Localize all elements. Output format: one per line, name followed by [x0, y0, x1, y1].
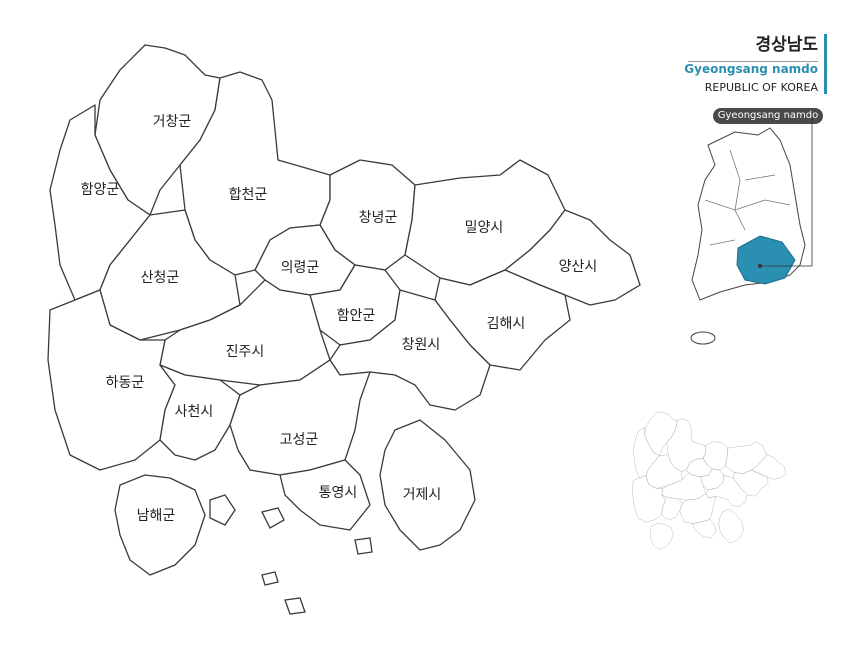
country-subtitle: REPUBLIC OF KOREA	[704, 81, 818, 94]
region-labels: 거창군 함양군 합천군 창녕군 밀양시 양산시 의령군 산청군 함안군 김해시 …	[81, 114, 598, 524]
region-namhae[interactable]	[114, 474, 206, 576]
map-title-korean: 경상남도	[755, 35, 818, 55]
region-label-tongyeong: 통영시	[319, 485, 358, 501]
gyeongnam-highlight	[736, 235, 796, 285]
locator-tag: Gyeongsang namdo	[713, 108, 823, 124]
region-label-hamyang: 함양군	[81, 182, 120, 198]
region-polygons	[47, 44, 641, 576]
region-label-goseong: 고성군	[280, 432, 319, 448]
region-label-miryang: 밀양시	[465, 220, 504, 236]
islands	[209, 494, 373, 615]
region-label-hapcheon: 합천군	[229, 187, 268, 203]
title-accent-bar	[824, 34, 827, 94]
region-label-gimhae: 김해시	[487, 316, 526, 332]
region-tongyeong[interactable]	[279, 459, 371, 531]
region-label-sacheon: 사천시	[175, 404, 214, 420]
title-divider	[688, 61, 818, 62]
region-label-uiryeong: 의령군	[281, 260, 320, 276]
region-geoje[interactable]	[379, 419, 476, 551]
region-goseong[interactable]	[229, 359, 371, 476]
region-label-changwon: 창원시	[402, 337, 441, 353]
region-label-changnyeong: 창녕군	[359, 210, 398, 226]
region-label-yangsan: 양산시	[559, 259, 598, 275]
region-yangsan[interactable]	[504, 209, 641, 306]
region-sacheon[interactable]	[159, 364, 241, 461]
region-label-geoje: 거제시	[403, 487, 442, 503]
region-changnyeong[interactable]	[319, 159, 416, 271]
south-korea-locator-map	[690, 116, 813, 345]
map-title-english: Gyeongsang namdo	[684, 62, 818, 76]
region-label-geochang: 거창군	[153, 114, 192, 130]
region-label-sancheong: 산청군	[141, 270, 180, 286]
region-label-haman: 함안군	[337, 308, 376, 324]
region-label-hadong: 하동군	[106, 375, 145, 391]
gyeongnam-mini-map	[632, 411, 787, 550]
region-label-namhae: 남해군	[137, 508, 176, 524]
region-label-jinju: 진주시	[226, 344, 265, 360]
